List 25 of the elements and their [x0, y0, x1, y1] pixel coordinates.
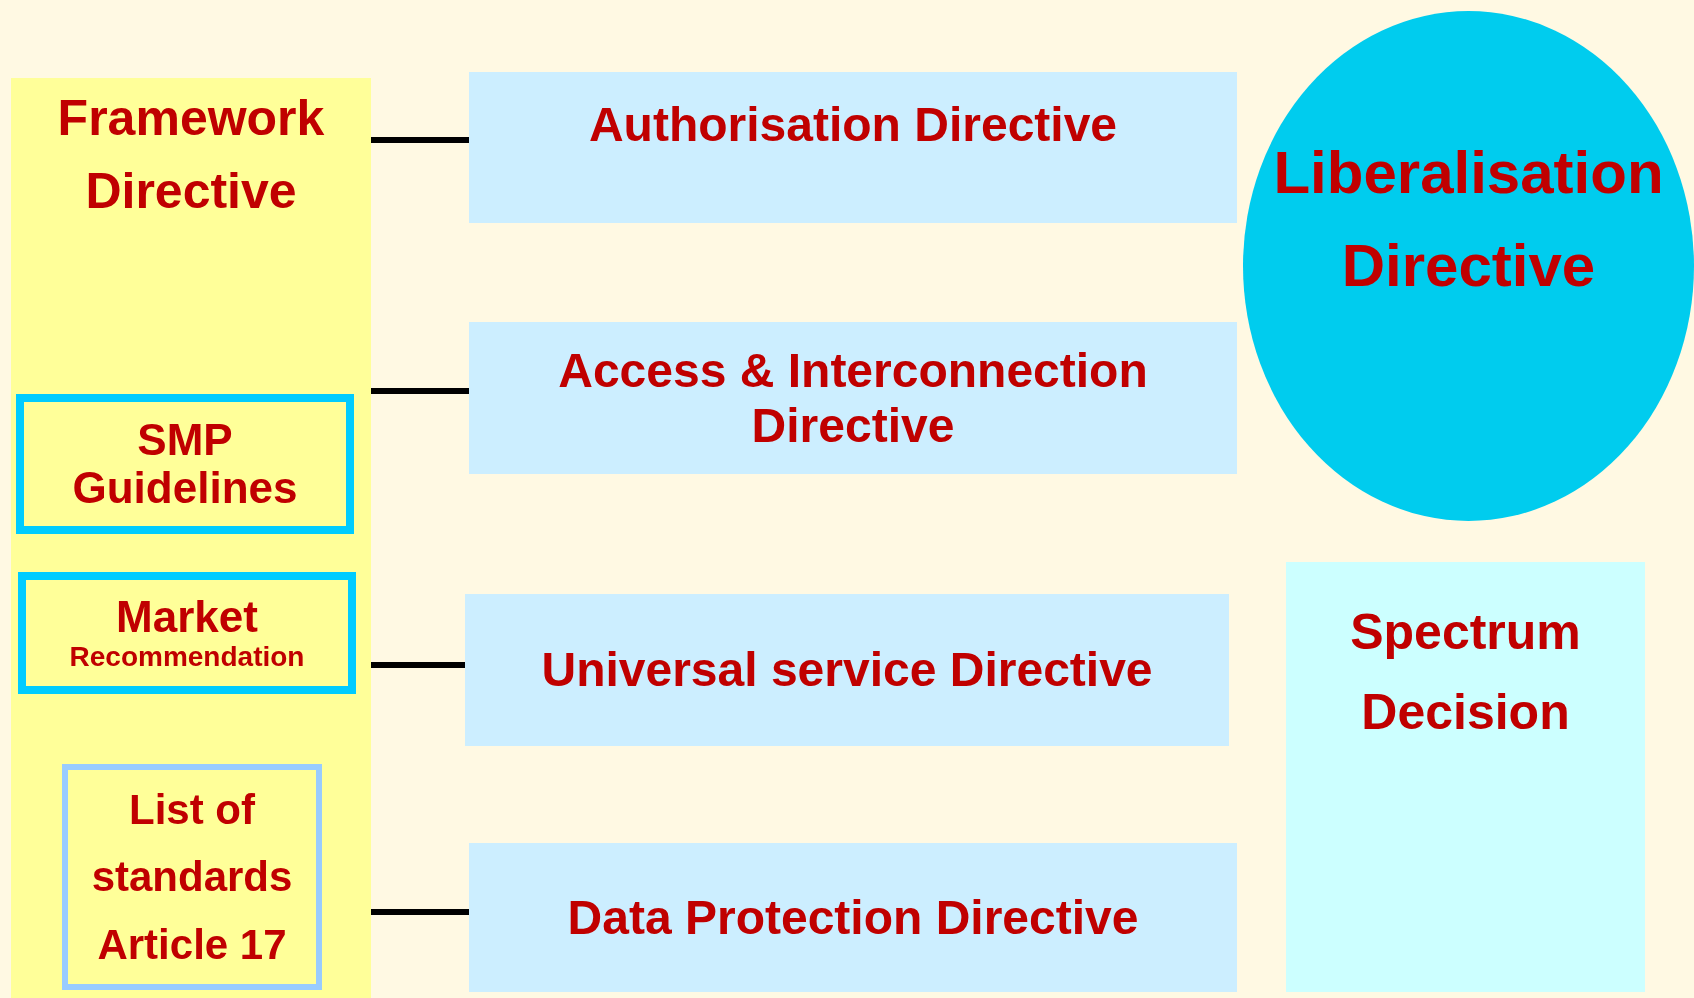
connector-line: [371, 388, 469, 394]
label: Spectrum Decision: [1349, 603, 1582, 742]
label: Universal service Directive: [540, 642, 1154, 699]
label: Recommendation: [68, 641, 306, 673]
label: List of standards Article 17: [90, 785, 294, 970]
connector-line: [371, 909, 469, 915]
label: Data Protection Directive: [566, 889, 1140, 946]
label: Framework Directive: [56, 89, 326, 221]
decision-box: [1286, 562, 1645, 992]
label: Access & Interconnection Directive: [557, 342, 1149, 454]
label: Liberalisation Directive: [1272, 138, 1665, 301]
directive-box: [469, 843, 1237, 992]
directive-box: [469, 322, 1237, 474]
directive-circle: [1243, 11, 1694, 521]
standards-box: [62, 764, 322, 990]
directive-box: [465, 594, 1229, 746]
label: SMP Guidelines: [71, 415, 299, 513]
recommendation-box: [18, 572, 356, 694]
guideline-box: [16, 394, 354, 534]
connector-line: [371, 662, 465, 668]
panel: [11, 78, 371, 998]
label: Authorisation Directive: [587, 97, 1119, 153]
connector-line: [371, 137, 469, 143]
label: Market: [115, 593, 259, 642]
directive-box: [469, 72, 1237, 223]
